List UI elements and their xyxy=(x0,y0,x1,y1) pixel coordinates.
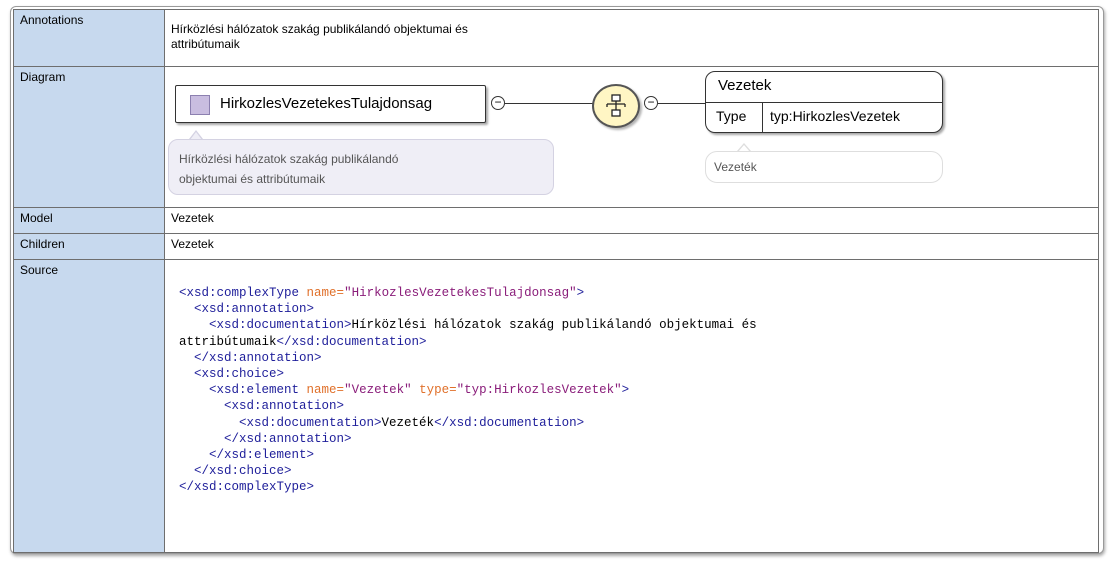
element-node-vezetek[interactable]: Vezetek Type typ:HirkozlesVezetek xyxy=(705,71,943,133)
children-label: Children xyxy=(13,233,165,260)
root-doc-line-1: Hírközlési hálózatok szakág publikálandó xyxy=(179,152,399,166)
element-name: Vezetek xyxy=(718,77,772,94)
annotation-text-line-1: Hírközlési hálózatok szakág publikálandó… xyxy=(171,22,468,36)
annotation-text-line-2: attribútumaik xyxy=(171,37,240,51)
choice-compositor-icon xyxy=(606,94,626,117)
children-row: Children Vezetek xyxy=(13,233,1099,260)
element-type-value: typ:HirkozlesVezetek xyxy=(770,108,900,124)
diagram-label: Diagram xyxy=(13,66,165,208)
collapse-minus-icon[interactable]: − xyxy=(491,96,505,110)
complex-type-node[interactable]: HirkozlesVezetekesTulajdonsag xyxy=(175,85,486,123)
source-label: Source xyxy=(13,259,165,553)
element-doc-text: Vezeték xyxy=(714,160,757,174)
element-documentation: Vezeték xyxy=(705,151,943,183)
source-code: <xsd:complexType name="HirkozlesVezeteke… xyxy=(179,286,757,495)
annotations-value: Hírközlési hálózatok szakág publikálandó… xyxy=(164,9,1099,67)
model-value[interactable]: Vezetek xyxy=(164,207,1099,234)
schema-diagram: HirkozlesVezetekesTulajdonsag − − xyxy=(165,67,1085,201)
element-type-key: Type xyxy=(716,108,747,124)
model-row: Model Vezetek xyxy=(13,207,1099,234)
diagram-value: HirkozlesVezetekesTulajdonsag − − xyxy=(164,66,1099,208)
schema-doc-table: Annotations Hírközlési hálózatok szakág … xyxy=(13,9,1099,553)
connector-line xyxy=(658,103,706,104)
source-row: Source <xsd:complexType name="HirkozlesV… xyxy=(13,259,1099,553)
connector-line xyxy=(505,103,593,104)
annotations-label: Annotations xyxy=(13,9,165,67)
diagram-row: Diagram HirkozlesVezetekesTulajdonsag − xyxy=(13,66,1099,208)
source-value: <xsd:complexType name="HirkozlesVezeteke… xyxy=(164,259,1099,553)
model-label: Model xyxy=(13,207,165,234)
root-doc-line-2: objektumai és attribútumaik xyxy=(179,172,326,186)
complex-type-name: HirkozlesVezetekesTulajdonsag xyxy=(220,95,433,112)
choice-compositor[interactable] xyxy=(592,84,640,128)
children-value[interactable]: Vezetek xyxy=(164,233,1099,260)
collapse-minus-icon[interactable]: − xyxy=(644,96,658,110)
complex-type-documentation: Hírközlési hálózatok szakág publikálandó… xyxy=(168,139,554,195)
annotations-row: Annotations Hírközlési hálózatok szakág … xyxy=(13,9,1099,67)
complex-type-icon xyxy=(190,95,210,115)
